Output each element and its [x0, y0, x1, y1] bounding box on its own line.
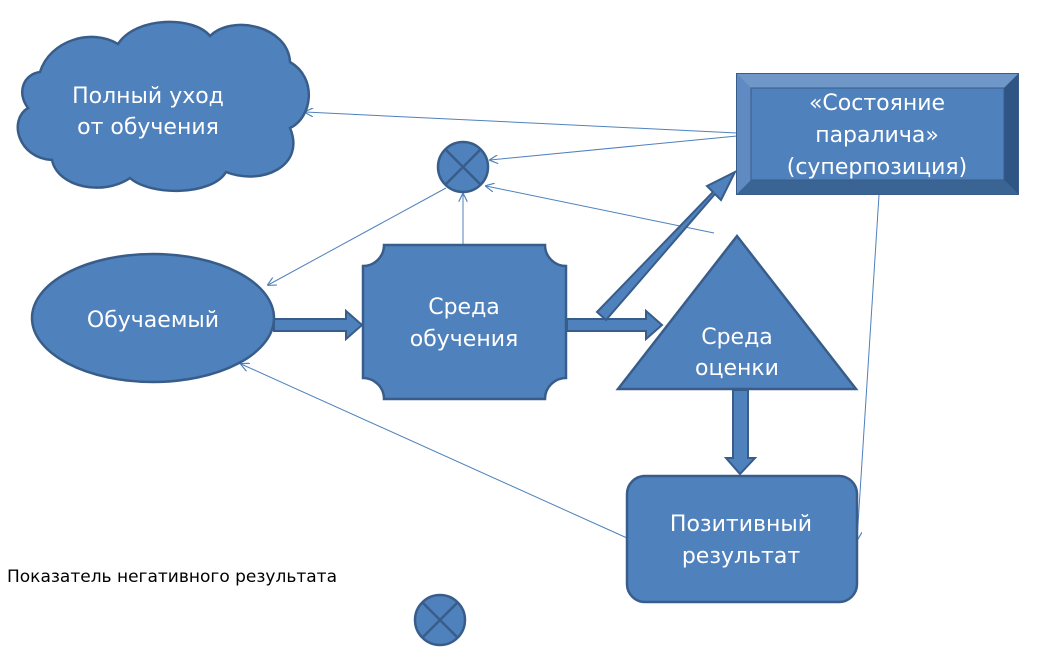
- positive-line2: результат: [682, 544, 801, 569]
- node-learner: Обучаемый: [30, 252, 276, 384]
- assessment-env-line1: Среда: [701, 325, 773, 350]
- node-learning-environment: Среда обучения: [361, 243, 568, 401]
- block-arrow-learner-to-learning: [273, 308, 364, 342]
- paralysis-line1: «Состояние: [809, 91, 945, 116]
- connector-marker-to-learner: [268, 187, 447, 285]
- legend-label: Показатель негативного результата: [7, 567, 337, 587]
- positive-line1: Позитивный: [670, 512, 812, 537]
- assessment-env-line2: оценки: [695, 356, 779, 381]
- paralysis-line2: паралича»: [815, 123, 939, 148]
- paralysis-line3: (суперпозиция): [787, 155, 968, 180]
- learner-ellipse: [30, 252, 276, 384]
- bevel-face: [750, 87, 1005, 181]
- node-full-withdrawal: Полный уход от обучения: [16, 20, 310, 193]
- bevel-top: [737, 74, 1018, 88]
- node-positive-result: Позитивный результат: [625, 474, 859, 604]
- bevel-left: [737, 74, 751, 194]
- connector-positive-to-learner: [241, 364, 628, 539]
- negative-result-marker: [436, 140, 490, 194]
- connector-assessment-to-marker: [486, 186, 715, 234]
- rounded-rect-shape: [625, 474, 859, 604]
- block-arrow-learning-to-paralysis: [595, 169, 738, 322]
- thin-connectors: [241, 112, 880, 540]
- block-arrow-assessment-to-positive: [723, 389, 758, 476]
- legend: Показатель негативного результата: [7, 567, 467, 647]
- connector-paralysis-to-withdrawal: [305, 112, 738, 134]
- triangle-shape: [615, 233, 859, 391]
- connector-paralysis-to-positive: [857, 194, 880, 540]
- node-paralysis-state: «Состояние паралича» (суперпозиция): [736, 73, 1019, 195]
- plaque-shape: [361, 243, 568, 401]
- learning-env-line1: Среда: [428, 295, 500, 320]
- full-withdrawal-line1: Полный уход: [72, 84, 224, 109]
- bevel-bottom: [737, 180, 1018, 194]
- full-withdrawal-line2: от обучения: [77, 115, 219, 140]
- learner-label: Обучаемый: [87, 308, 219, 333]
- learning-env-line2: обучения: [410, 327, 519, 352]
- node-assessment-environment: Среда оценки: [615, 233, 859, 391]
- cloud-shape: [16, 20, 310, 193]
- bevel-right: [1004, 74, 1018, 194]
- connector-paralysis-to-marker: [490, 135, 738, 160]
- block-arrow-learning-to-assessment: [566, 308, 664, 342]
